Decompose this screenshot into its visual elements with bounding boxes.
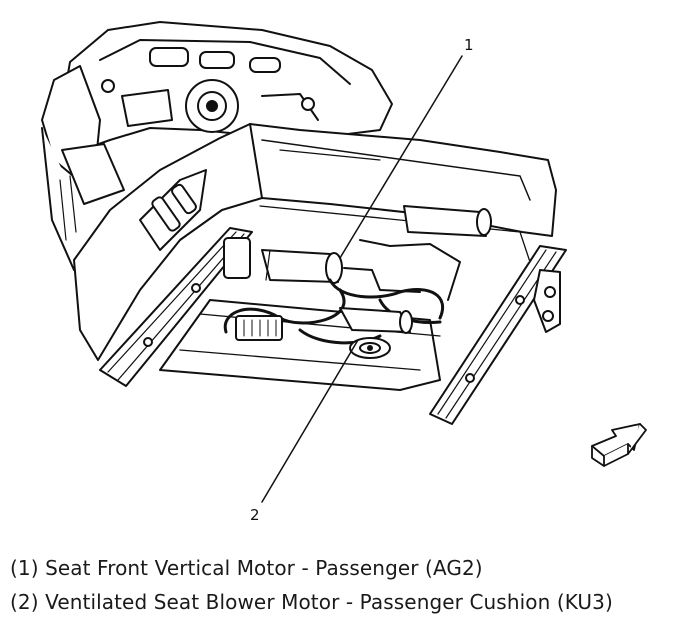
leader-line-1 xyxy=(339,55,463,259)
seat-rail-left xyxy=(99,227,253,387)
leader-line-2 xyxy=(261,339,359,503)
seat-back xyxy=(59,21,393,151)
rear-right-motor xyxy=(403,205,492,237)
seat-diagram: 1 2 xyxy=(41,21,647,524)
callout-label-2: 2 xyxy=(250,506,260,524)
harness-connector xyxy=(235,315,283,341)
forward-arrow-icon xyxy=(591,423,647,467)
seat-rail-right xyxy=(429,245,567,425)
callout-label-1: 1 xyxy=(464,36,474,54)
legend-item: (2) Ventilated Seat Blower Motor - Passe… xyxy=(10,590,613,614)
seat-front-vertical-motor xyxy=(261,239,461,301)
seat-side-bolster xyxy=(41,65,125,271)
legend-item: (1) Seat Front Vertical Motor - Passenge… xyxy=(10,556,483,580)
ventilated-seat-blower-motor xyxy=(339,307,413,359)
seat-cushion xyxy=(73,123,557,361)
